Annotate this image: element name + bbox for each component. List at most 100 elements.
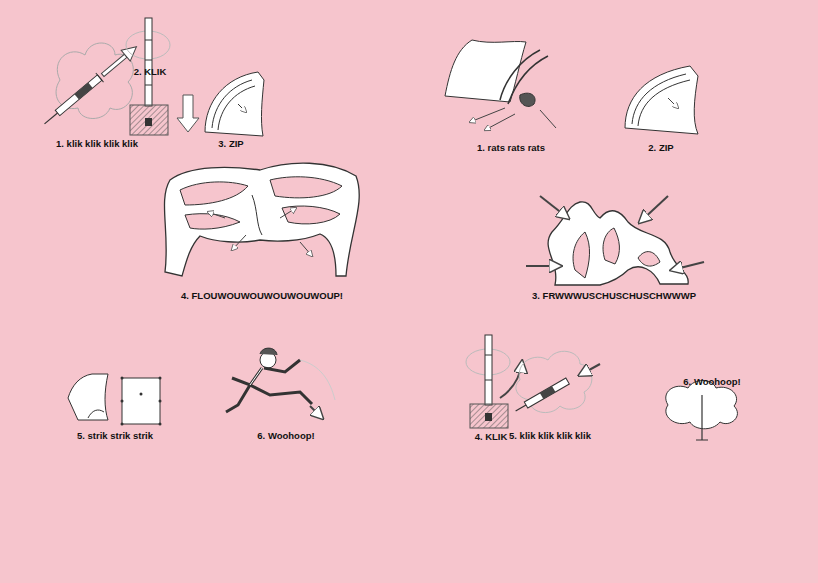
sketch-stroke bbox=[145, 85, 152, 86]
step-caption: 5. klik klik klik klik bbox=[509, 431, 591, 441]
sketch-stroke bbox=[300, 242, 312, 256]
sketch-stroke bbox=[159, 377, 162, 380]
sketch-stroke bbox=[310, 406, 322, 418]
sketch-stroke bbox=[573, 232, 589, 278]
sheet-sketch bbox=[68, 374, 162, 426]
sketch-stroke bbox=[270, 177, 342, 198]
zip-sketch bbox=[625, 66, 698, 134]
sketch-stroke bbox=[540, 196, 568, 218]
step-caption: 4. FLOUWOUWOUWOUWOUWOUP! bbox=[181, 291, 343, 301]
step-caption: 6. Woohoop! bbox=[683, 377, 740, 387]
sketch-stroke bbox=[145, 18, 152, 106]
sketch-stroke bbox=[45, 113, 58, 124]
sketch-stroke bbox=[55, 75, 102, 116]
sketch-stroke bbox=[485, 114, 515, 130]
sketch-stroke bbox=[121, 423, 124, 426]
pump-sketch bbox=[514, 351, 600, 414]
sketch-stroke bbox=[638, 252, 660, 266]
step-caption: 3. ZIP bbox=[218, 139, 243, 149]
sketch-stroke bbox=[485, 413, 492, 421]
sketch-stroke bbox=[140, 393, 143, 396]
pole-sketch bbox=[466, 335, 522, 428]
sketch-stroke bbox=[282, 206, 340, 224]
sketch-stroke bbox=[40, 41, 141, 129]
sketch-stroke bbox=[520, 93, 535, 106]
sketch-stroke bbox=[580, 364, 600, 375]
sketch-stroke bbox=[159, 400, 162, 403]
sketch-stroke bbox=[500, 362, 522, 398]
sketch-stroke bbox=[696, 440, 708, 441]
sketch-stroke bbox=[121, 41, 141, 61]
sketch-stroke bbox=[668, 98, 678, 108]
pump-sketch bbox=[40, 41, 141, 129]
sketch-stroke bbox=[264, 360, 300, 372]
sketch-stroke bbox=[470, 404, 508, 428]
sketch-stroke bbox=[185, 214, 240, 229]
sketch-stroke bbox=[88, 410, 104, 418]
step-caption: 2. ZIP bbox=[648, 143, 673, 153]
tent-structure bbox=[164, 163, 359, 276]
step-caption: 1. rats rats rats bbox=[477, 143, 545, 153]
step-caption: 1. klik klik klik klik bbox=[56, 139, 138, 149]
sketch-stroke bbox=[514, 378, 569, 414]
sketch-stroke bbox=[524, 378, 569, 408]
sketch-stroke bbox=[205, 72, 264, 136]
sketch-stroke bbox=[280, 208, 296, 218]
sketch-stroke bbox=[68, 374, 108, 420]
sketch-stroke bbox=[180, 182, 248, 205]
step-caption: 3. FRWWWUSCHUSCHUSCHWWWP bbox=[532, 291, 696, 301]
sketch-stroke bbox=[159, 423, 162, 426]
sketch-stroke bbox=[603, 228, 619, 264]
inflated-shape bbox=[666, 381, 738, 441]
sketch-stroke bbox=[208, 212, 225, 218]
sketch-stroke bbox=[164, 163, 359, 276]
sketch-stroke bbox=[540, 110, 556, 128]
zip-sketch bbox=[205, 72, 264, 136]
sketch-stroke bbox=[145, 40, 152, 41]
sketch-stroke bbox=[145, 118, 152, 126]
sketch-stroke bbox=[121, 377, 124, 380]
sketch-stroke bbox=[672, 262, 704, 270]
jumping-person bbox=[226, 348, 335, 418]
sketch-stroke bbox=[640, 196, 668, 222]
sketch-stroke bbox=[145, 60, 152, 61]
sketch-stroke bbox=[701, 395, 702, 440]
sketch-stroke bbox=[485, 335, 492, 405]
sketch-stroke bbox=[218, 86, 255, 130]
step-caption: 2. KLIK bbox=[134, 67, 167, 77]
sketch-stroke bbox=[56, 43, 133, 119]
sketch-stroke bbox=[74, 83, 92, 100]
step-caption: 4. KLIK bbox=[475, 432, 508, 442]
sketch-stroke bbox=[526, 265, 560, 267]
sketch-stroke bbox=[212, 80, 252, 128]
sketch-stroke bbox=[500, 50, 540, 100]
sketch-stroke bbox=[238, 104, 246, 112]
sketch-stroke bbox=[226, 385, 250, 412]
sketch-stroke bbox=[260, 348, 277, 355]
sketch-stroke bbox=[540, 386, 556, 399]
sketch-stroke bbox=[232, 235, 246, 250]
sketch-stroke bbox=[516, 351, 592, 412]
sketch-stroke bbox=[177, 95, 199, 132]
sketch-stroke bbox=[130, 105, 168, 135]
sketch-stroke bbox=[250, 368, 262, 385]
sketch-stroke bbox=[516, 405, 526, 411]
sketch-stroke bbox=[548, 202, 688, 285]
sketch-stroke bbox=[470, 108, 505, 122]
sketch-stroke bbox=[638, 80, 690, 126]
wavy-structure bbox=[526, 196, 704, 285]
sketch-stroke bbox=[300, 360, 335, 400]
sketch-stroke bbox=[485, 355, 492, 356]
sketch-stroke bbox=[122, 378, 160, 424]
sketch-stroke bbox=[485, 380, 492, 381]
sketch-stroke bbox=[625, 66, 698, 134]
sketch-stroke bbox=[252, 195, 262, 235]
sheet-straps bbox=[445, 40, 556, 130]
pole-sketch bbox=[126, 18, 199, 135]
sketch-stroke bbox=[250, 385, 312, 404]
sketch-stroke bbox=[121, 400, 124, 403]
sketch-stroke bbox=[232, 368, 262, 385]
step-caption: 5. strik strik strik bbox=[77, 431, 153, 441]
step-caption: 6. Woohoop! bbox=[257, 431, 314, 441]
